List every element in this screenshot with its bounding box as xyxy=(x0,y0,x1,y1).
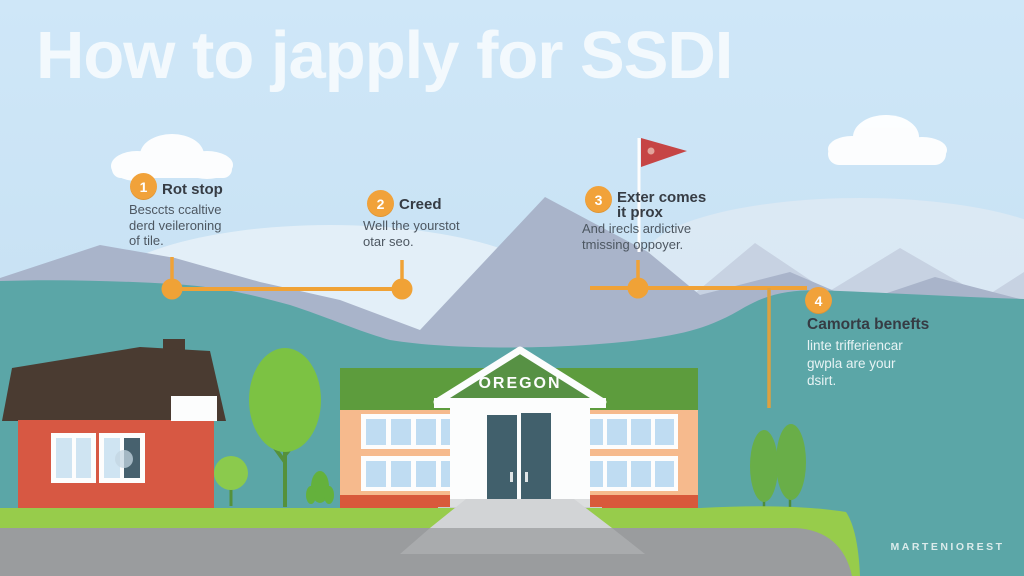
step-2-badge: 2 xyxy=(367,190,394,217)
step-3-body: And irecls ardictive tmissing oppoyer. xyxy=(582,221,692,252)
step-2-body: Well the yourstot otar seo. xyxy=(363,218,460,249)
step-4-title: Camorta benefts xyxy=(807,316,930,333)
step-2-title: Creed xyxy=(399,196,442,213)
house-window-left xyxy=(51,433,96,483)
step-1-body: Besccts ccaltive derd veileroning of til… xyxy=(129,202,222,248)
building-pediment-label: OREGON xyxy=(478,375,562,392)
trees-right xyxy=(750,424,806,510)
house-roof xyxy=(2,347,226,421)
step-3-badge: 3 xyxy=(585,186,612,213)
cloud-right-icon xyxy=(828,115,947,165)
door-right xyxy=(521,413,551,500)
house-illustration xyxy=(2,339,226,510)
house-dormer xyxy=(171,396,217,421)
house-window-right xyxy=(99,433,145,483)
walkway-upper xyxy=(430,499,612,528)
watermark-text: MARTENIOREST xyxy=(890,541,1005,553)
bush-icon xyxy=(306,471,334,504)
step-1-badge: 1 xyxy=(130,173,157,200)
step-4-body: linte trifferiencar gwpla are your dsirt… xyxy=(807,338,903,388)
cloud-left-icon xyxy=(111,134,233,181)
flag-icon xyxy=(637,138,687,252)
step-1-title: Rot stop xyxy=(162,181,223,198)
page-title: How to japply for SSDI xyxy=(36,18,733,93)
trees-left xyxy=(214,348,334,507)
door-left xyxy=(487,415,517,500)
step-3-title: Exter comes it prox xyxy=(617,189,707,221)
step-4-badge: 4 xyxy=(805,287,832,314)
walkway-lower xyxy=(400,528,645,554)
building-windows-left xyxy=(361,414,466,491)
timeline-dots xyxy=(161,277,649,300)
building-windows-right xyxy=(578,414,678,491)
